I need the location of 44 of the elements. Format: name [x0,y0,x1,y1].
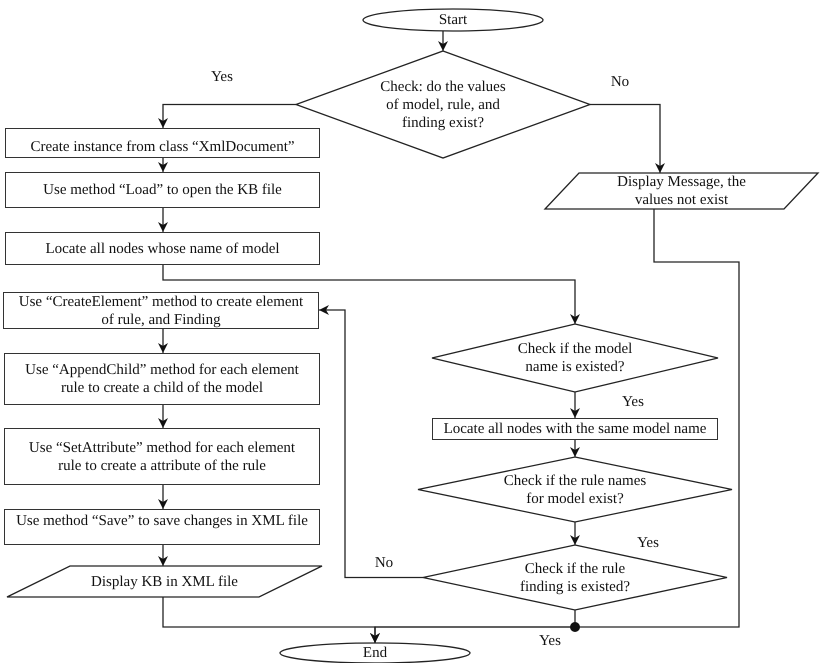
process-box [4,509,320,545]
decision-text: Check if the rule names for model exist? [502,472,648,508]
process-box [4,428,320,485]
terminal-text: Start [438,11,468,29]
step-text: Use method “Load” to open the KB file [42,181,283,199]
step-text: Use “CreateElement” method to create element of rule, and Finding [18,292,304,328]
step-text: Use “AppendChild” method for each element rule to create a child of the model [24,361,300,397]
arrow [158,158,168,172]
arrow [319,305,423,578]
process-box [5,232,320,265]
arrow [158,329,168,353]
arrow [590,104,665,173]
decision-text: Check: do the values of model, rule, and finding exist? [379,78,507,132]
arrow [158,208,168,232]
arrow [162,597,380,643]
step-text: Display Message, the values not exist [616,173,747,209]
process-box [432,418,718,440]
arrow [570,440,580,457]
step-text: Display KB in XML file [90,572,239,590]
arrow [438,31,448,51]
arrow [162,265,580,324]
arrow [158,405,168,428]
arrow [570,522,580,545]
step-text: Locate all nodes whose name of model [44,240,281,258]
process-box [4,353,320,405]
decision-text: Check if the model name is existed? [516,340,634,376]
io-parallelogram [545,173,818,209]
arrow [158,104,296,128]
decision-text: Check if the rule finding is existed? [519,560,631,596]
step-text: Use “SetAttribute” method for each element rule to create a attribute of the rule [28,438,296,474]
terminal-oval [363,9,543,31]
io-parallelogram [7,566,322,597]
process-box [5,172,320,208]
process-box [5,128,320,158]
step-text: Create instance from class “XmlDocument” [29,138,296,156]
step-text: Locate all nodes with the same model name [442,420,708,438]
arrow [158,545,168,566]
step-text: Use method “Save” to save changes in XML file [15,512,309,530]
decision-diamond [418,457,732,522]
terminal-text: End [362,644,388,662]
decision-diamond [432,324,718,392]
arrow [158,485,168,509]
arrow [570,392,580,418]
decision-diamond [296,51,590,158]
